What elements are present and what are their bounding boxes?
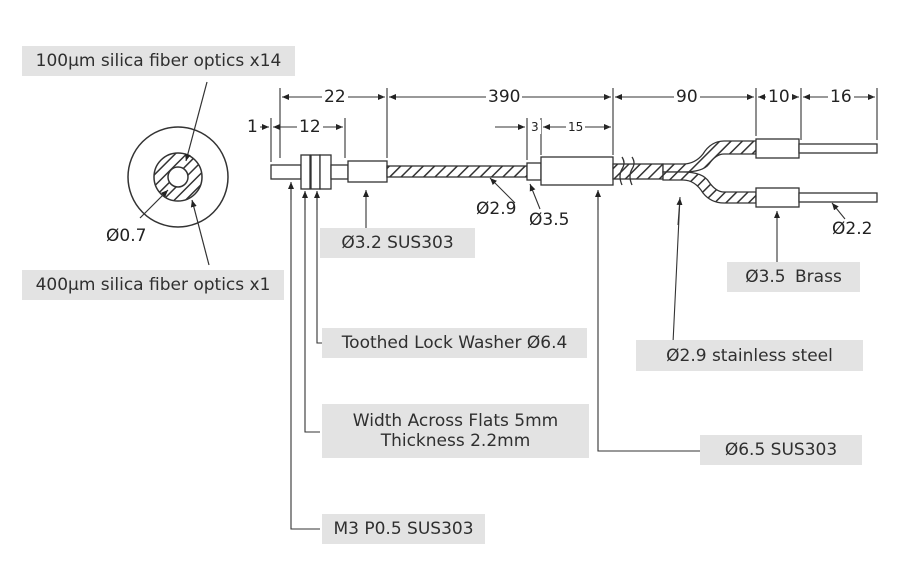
lock-washer	[310, 154, 321, 190]
hex-nut	[300, 154, 311, 190]
leader-lines	[288, 177, 846, 530]
fiber-400-label: 400μm silica fiber optics x1	[22, 270, 284, 300]
brass-material: Brass	[795, 267, 842, 287]
probe-body	[270, 138, 878, 208]
brass-upper	[755, 138, 800, 159]
tube-32	[347, 160, 388, 183]
washer-label: Toothed Lock Washer Ø6.4	[322, 328, 587, 358]
dim-15: 15	[566, 120, 586, 134]
sheath-29	[386, 165, 528, 178]
diam-29-text: Ø2.9	[476, 199, 517, 219]
dim-390: 390	[486, 87, 523, 107]
brass-label: Ø3.5 Brass	[727, 262, 860, 292]
ferrule-upper	[798, 143, 878, 154]
break-marks	[619, 156, 635, 186]
dim-90: 90	[674, 87, 700, 107]
dim-16: 16	[828, 87, 854, 107]
dim-1: 1	[245, 117, 260, 137]
collar-35	[526, 162, 542, 181]
dim-10: 10	[766, 87, 792, 107]
splitter-65	[540, 156, 614, 186]
sus-65-label: Ø6.5 SUS303	[700, 435, 862, 465]
stainless-label: Ø2.9 stainless steel	[636, 340, 863, 371]
dim-22: 22	[322, 87, 348, 107]
m3-label: M3 P0.5 SUS303	[322, 514, 485, 544]
sus-32-label: Ø3.2 SUS303	[320, 228, 475, 258]
diam-35-text: Ø3.5	[529, 210, 570, 230]
brass-diam: Ø3.5	[745, 267, 792, 287]
cross-section	[127, 81, 229, 266]
diam-22-text: Ø2.2	[832, 219, 873, 239]
nut-2	[319, 154, 332, 190]
m3-thread	[270, 164, 302, 180]
fiber-100-label: 100μm silica fiber optics x14	[22, 46, 295, 76]
brass-lower	[755, 187, 800, 208]
branch-upper	[662, 140, 757, 173]
dim-3: 3	[529, 120, 541, 134]
dim-12: 12	[297, 117, 323, 137]
branch-lower	[662, 171, 757, 204]
diam-07-text: Ø0.7	[106, 226, 147, 246]
ferrule-lower	[798, 192, 878, 203]
flats-label: Width Across Flats 5mm Thickness 2.2mm	[322, 404, 589, 458]
